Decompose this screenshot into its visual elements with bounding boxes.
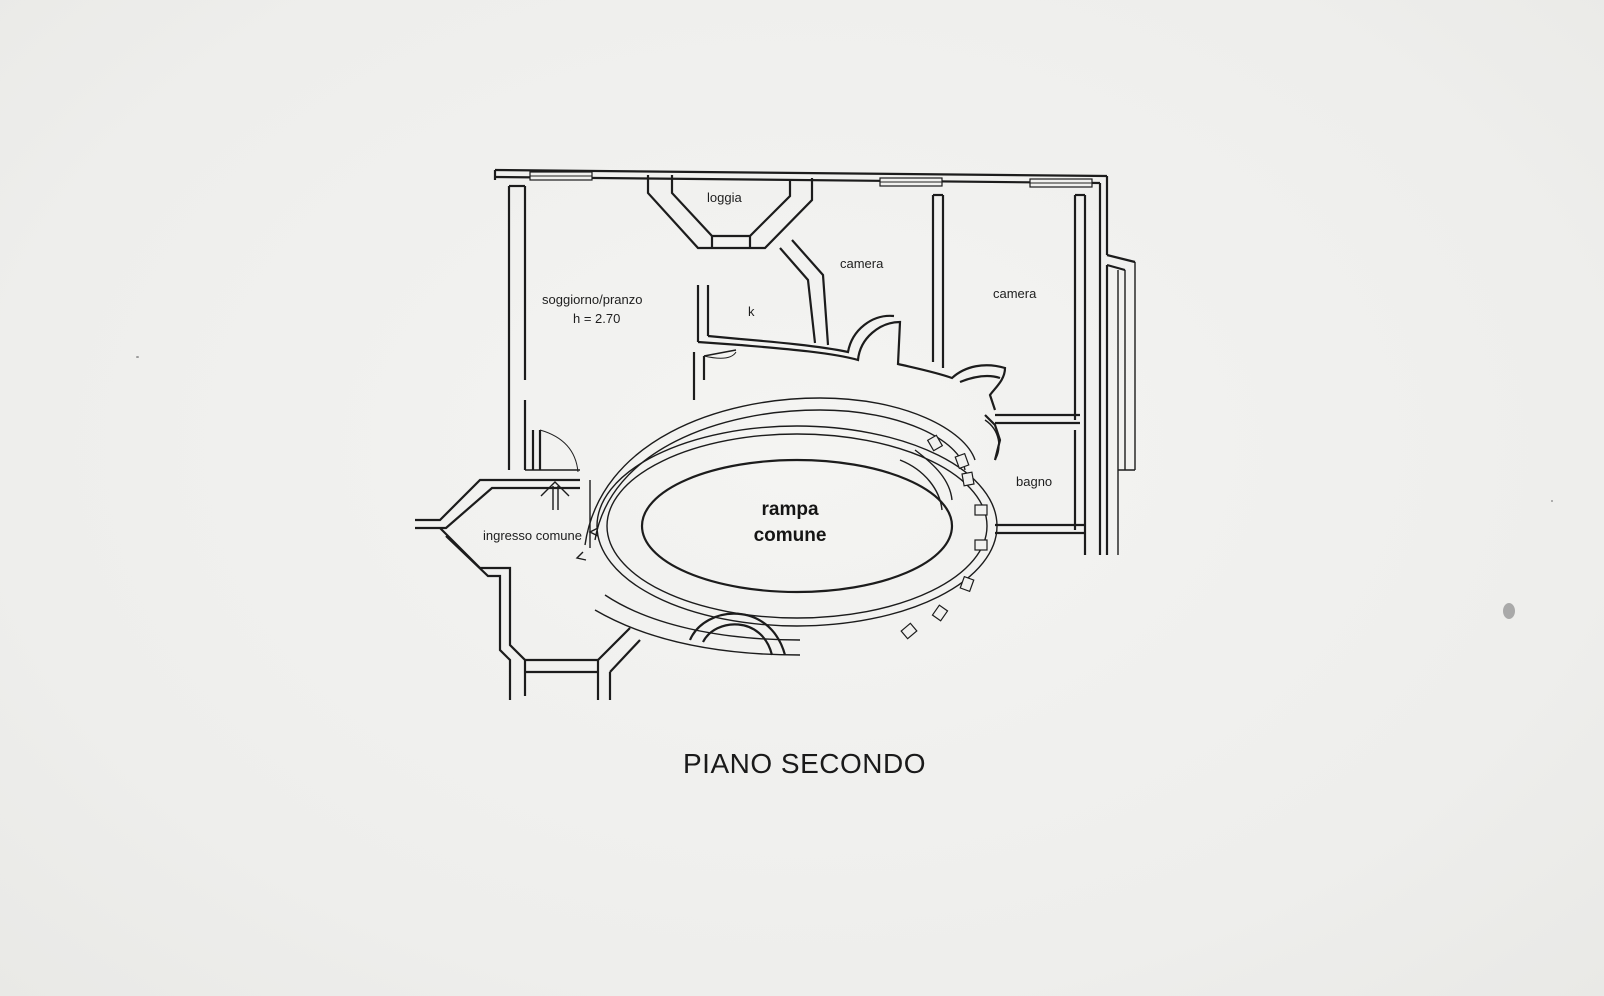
scan-speck [1503, 603, 1515, 619]
bagno-label: bagno [1016, 474, 1053, 489]
outer-walls [493, 168, 1136, 555]
ramp-label-line2: comune [753, 525, 827, 546]
camera-walls [931, 193, 1087, 555]
curved-corridor-wall [739, 314, 1007, 461]
ceiling-height-label: h = 2.70 [573, 311, 621, 326]
camera-2-label: camera [993, 286, 1037, 301]
ramp-label-line1: rampa [761, 499, 819, 520]
kitchen-label: k [748, 304, 755, 319]
ingresso-label: ingresso comune [483, 528, 582, 543]
loggia-label: loggia [707, 190, 742, 205]
ramp-drawing [575, 397, 998, 656]
scan-speck [136, 356, 139, 358]
ingresso-walls [415, 429, 641, 700]
ramp-label: rampa comune [740, 497, 840, 549]
plan-title: PIANO SECONDO [683, 748, 926, 779]
soggiorno-label: soggiorno/pranzo [542, 292, 643, 307]
scan-speck [1551, 500, 1553, 502]
kitchen-walls [692, 239, 830, 400]
top-windows [529, 171, 1093, 188]
camera-1-label: camera [840, 256, 884, 271]
loggia-walls [646, 175, 814, 250]
